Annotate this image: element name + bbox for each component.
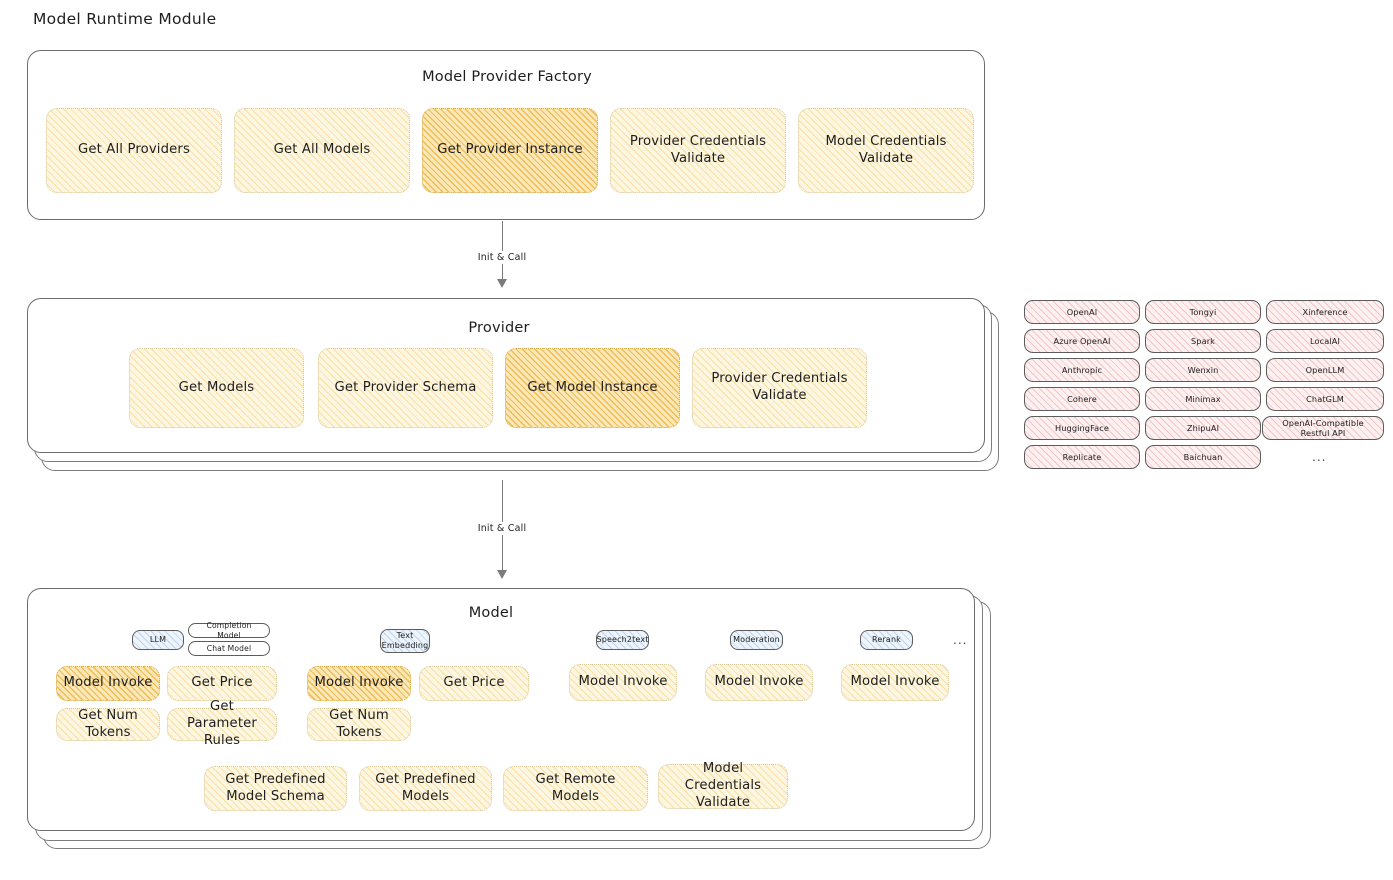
provider-title: Provider <box>468 320 530 336</box>
provider-chip-wenxin[interactable]: Wenxin <box>1145 358 1261 382</box>
node-text-embedding-get-price[interactable]: Get Price <box>419 666 529 701</box>
provider-chip-zhipuai[interactable]: ZhipuAI <box>1145 416 1261 440</box>
provider-chip-anthropic[interactable]: Anthropic <box>1024 358 1140 382</box>
provider-chip-openllm[interactable]: OpenLLM <box>1266 358 1384 382</box>
node-moderation-model-invoke[interactable]: Model Invoke <box>705 664 813 701</box>
node-get-predefined-models[interactable]: Get Predefined Models <box>359 766 492 811</box>
model-groups-more: ... <box>953 633 968 647</box>
arrow-provider-to-model-head <box>497 570 507 579</box>
node-get-remote-models[interactable]: Get Remote Models <box>503 766 648 811</box>
provider-list: OpenAI Azure OpenAI Anthropic Cohere Hug… <box>1024 300 1384 475</box>
model-provider-factory-title: Model Provider Factory <box>422 69 592 85</box>
model-tag-speech2text[interactable]: Speech2text <box>596 630 649 650</box>
provider-chip-localai[interactable]: LocalAI <box>1266 329 1384 353</box>
provider-chip-openai-compatible[interactable]: OpenAI-Compatible Restful API <box>1262 416 1384 440</box>
node-model-credentials-validate[interactable]: Model Credentials Validate <box>798 108 974 193</box>
node-get-all-providers[interactable]: Get All Providers <box>46 108 222 193</box>
node-llm-get-parameter-rules[interactable]: Get Parameter Rules <box>167 699 277 748</box>
node-get-model-instance[interactable]: Get Model Instance <box>505 348 680 428</box>
arrow-factory-to-provider-label: Init & Call <box>473 251 531 264</box>
node-get-provider-instance[interactable]: Get Provider Instance <box>422 108 598 193</box>
node-speech2text-model-invoke[interactable]: Model Invoke <box>569 664 677 701</box>
provider-chip-azure-openai[interactable]: Azure OpenAI <box>1024 329 1140 353</box>
provider-chip-cohere[interactable]: Cohere <box>1024 387 1140 411</box>
model-tag-rerank[interactable]: Rerank <box>860 630 913 650</box>
model-tag-moderation[interactable]: Moderation <box>730 630 783 650</box>
node-llm-get-num-tokens[interactable]: Get Num Tokens <box>56 708 160 741</box>
arrow-provider-to-model-label: Init & Call <box>473 522 531 535</box>
node-llm-model-invoke[interactable]: Model Invoke <box>56 666 160 701</box>
provider-chip-replicate[interactable]: Replicate <box>1024 445 1140 469</box>
model-tag-text-embedding[interactable]: Text Embedding <box>380 629 430 653</box>
model-subtag-completion-model[interactable]: Completion Model <box>188 621 270 640</box>
node-get-models[interactable]: Get Models <box>129 348 304 428</box>
node-text-embedding-model-invoke[interactable]: Model Invoke <box>307 666 411 701</box>
provider-card: Provider Get Models Get Provider Schema … <box>27 298 985 453</box>
provider-chip-spark[interactable]: Spark <box>1145 329 1261 353</box>
provider-chip-tongyi[interactable]: Tongyi <box>1145 300 1261 324</box>
page-title: Model Runtime Module <box>33 10 217 28</box>
node-get-all-models[interactable]: Get All Models <box>234 108 410 193</box>
model-tag-llm[interactable]: LLM <box>132 630 184 650</box>
node-get-predefined-model-schema[interactable]: Get Predefined Model Schema <box>204 766 347 811</box>
provider-chip-huggingface[interactable]: HuggingFace <box>1024 416 1140 440</box>
provider-chip-chatglm[interactable]: ChatGLM <box>1266 387 1384 411</box>
provider-chip-openai[interactable]: OpenAI <box>1024 300 1140 324</box>
node-llm-get-price[interactable]: Get Price <box>167 666 277 701</box>
model-subtag-chat-model[interactable]: Chat Model <box>188 641 270 656</box>
node-get-provider-schema[interactable]: Get Provider Schema <box>318 348 493 428</box>
node-provider-credentials-validate-2[interactable]: Provider Credentials Validate <box>692 348 867 428</box>
arrow-factory-to-provider-head <box>497 279 507 288</box>
provider-chip-xinference[interactable]: Xinference <box>1266 300 1384 324</box>
model-card: Model LLM Completion Model Chat Model Mo… <box>27 588 975 831</box>
node-text-embedding-get-num-tokens[interactable]: Get Num Tokens <box>307 708 411 741</box>
node-provider-credentials-validate[interactable]: Provider Credentials Validate <box>610 108 786 193</box>
provider-chip-minimax[interactable]: Minimax <box>1145 387 1261 411</box>
provider-list-more: ... <box>1312 450 1327 464</box>
model-provider-factory-card: Model Provider Factory Get All Providers… <box>27 50 985 220</box>
node-model-credentials-validate-2[interactable]: Model Credentials Validate <box>658 761 788 810</box>
node-rerank-model-invoke[interactable]: Model Invoke <box>841 664 949 701</box>
provider-chip-baichuan[interactable]: Baichuan <box>1145 445 1261 469</box>
model-title: Model <box>468 605 514 621</box>
